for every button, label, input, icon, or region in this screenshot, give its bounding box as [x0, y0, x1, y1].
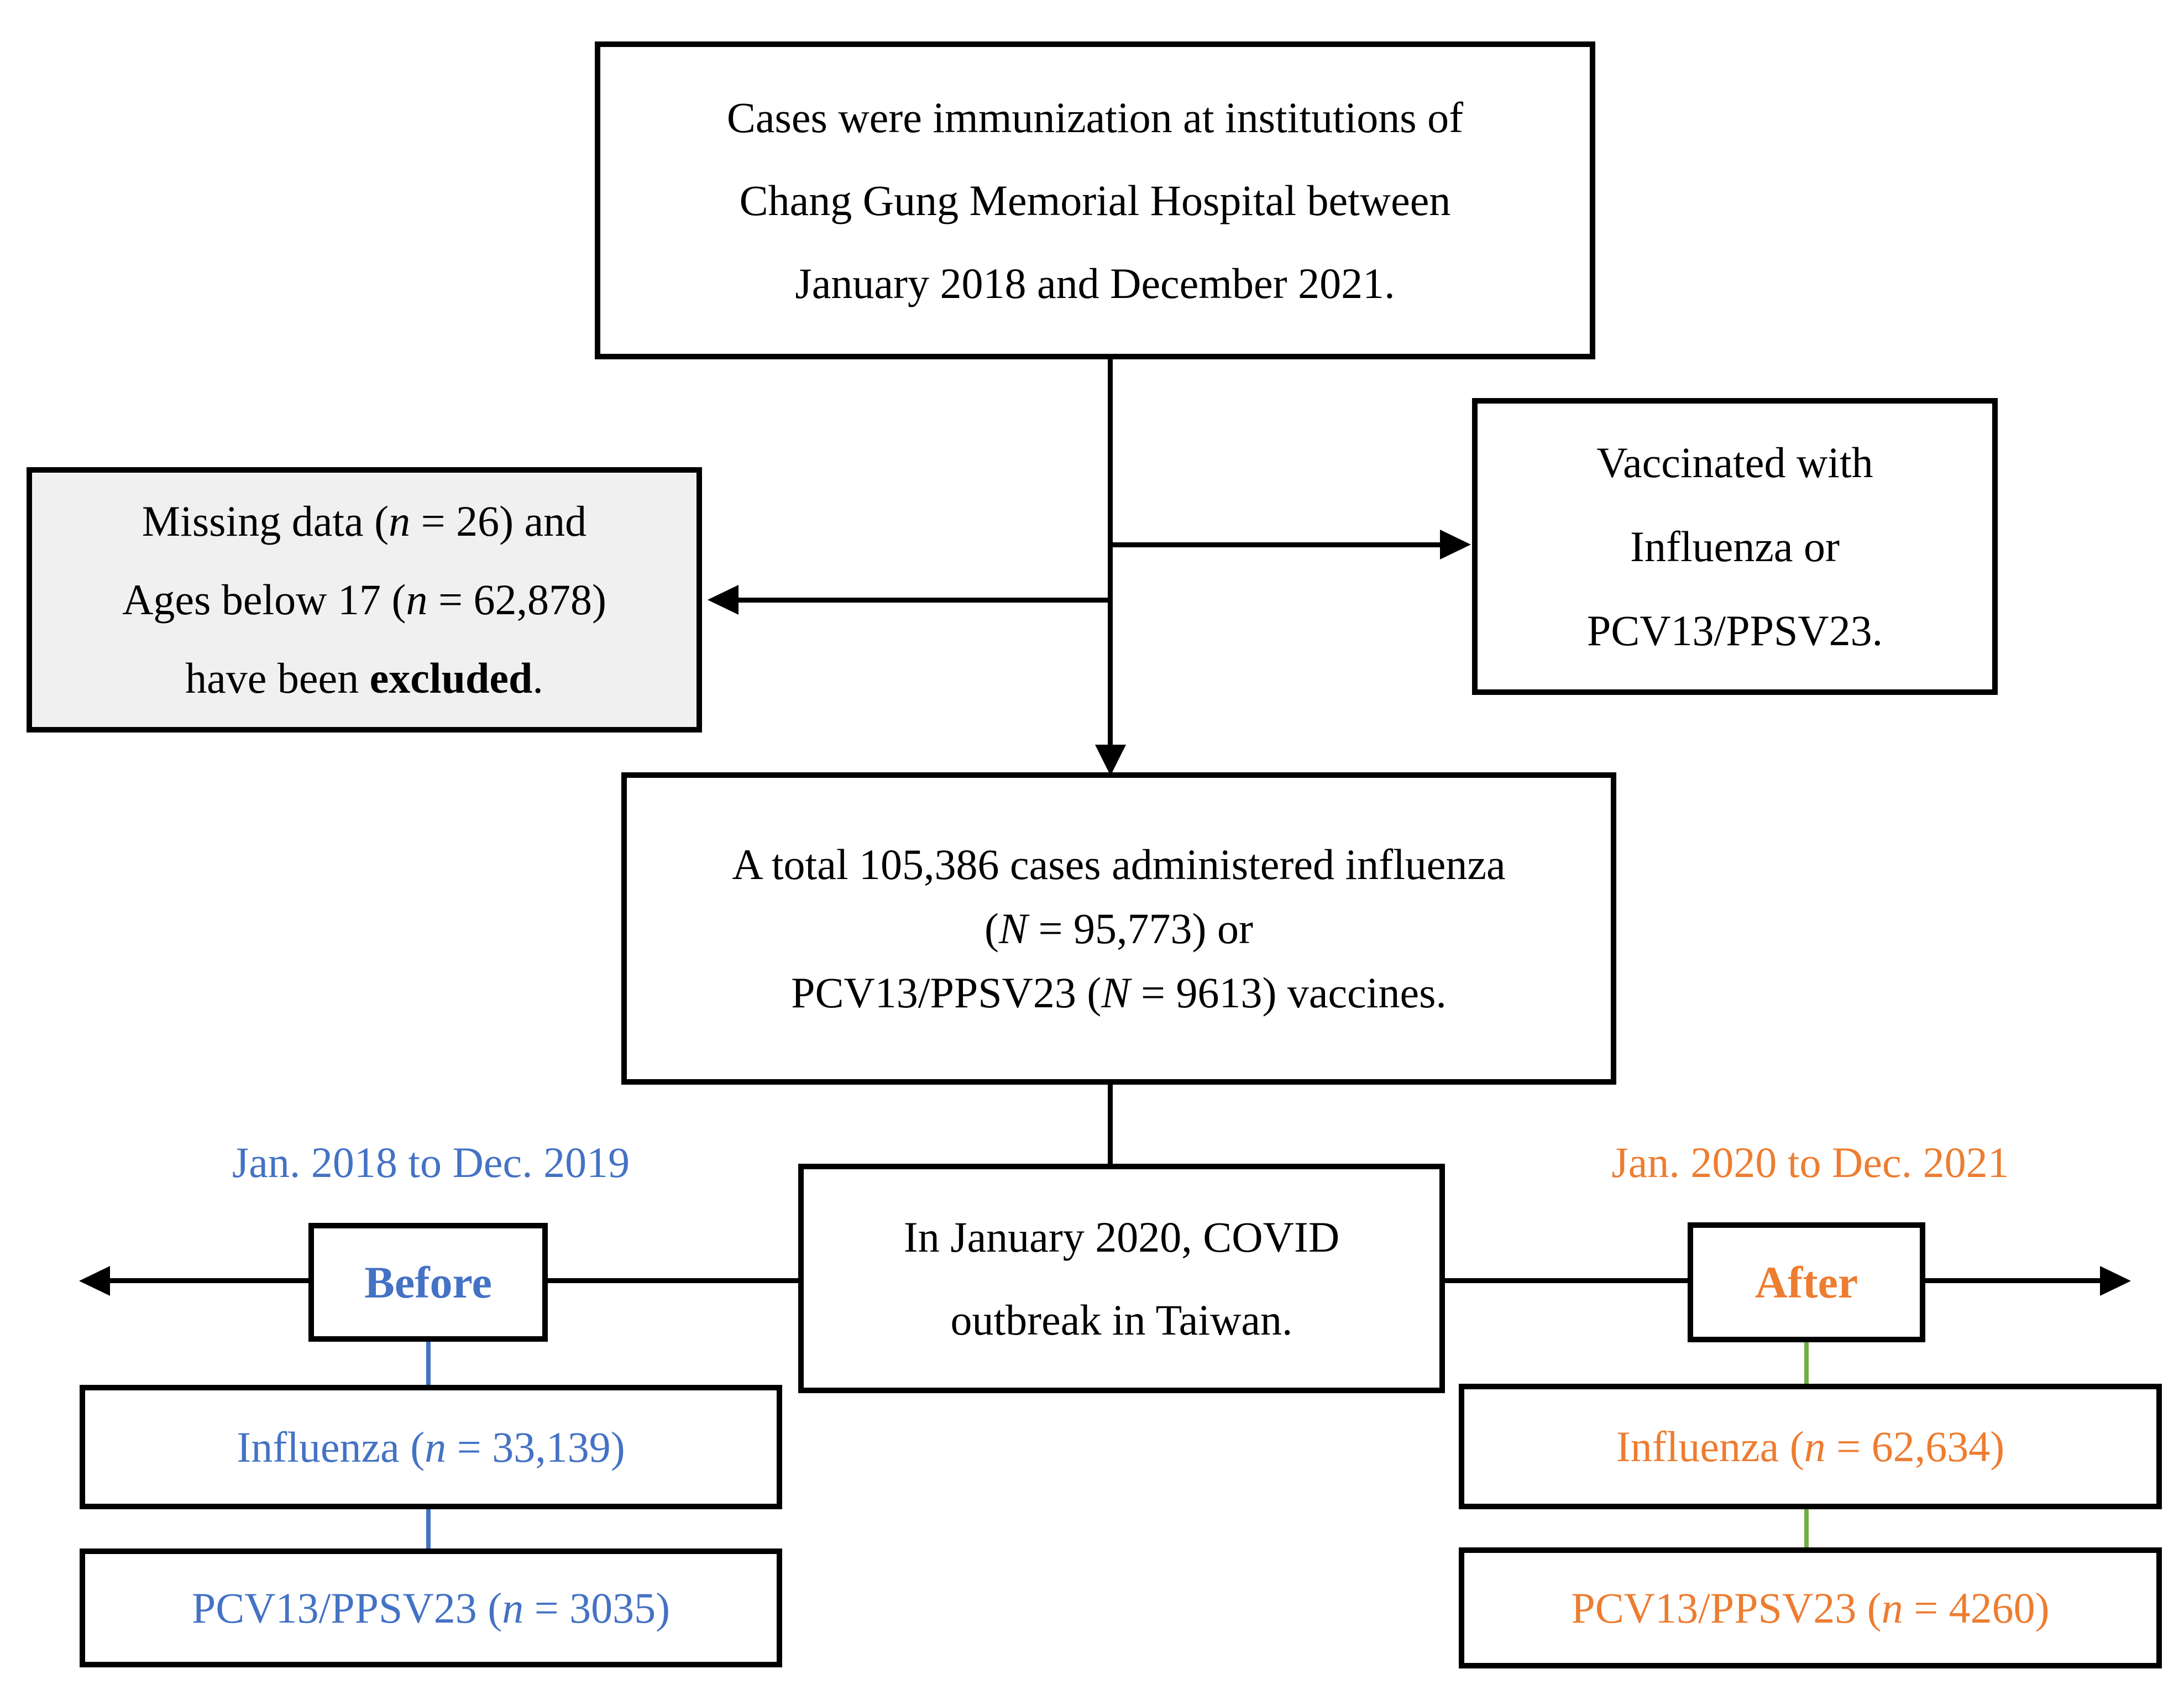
total-cases-box: A total 105,386 cases administered influ…: [621, 772, 1616, 1085]
before-influenza-box: Influenza (n = 33,139): [80, 1385, 782, 1509]
arrowhead-right-end-icon: [2100, 1266, 2131, 1296]
connector-before-influenza-to-pcv: [426, 1508, 431, 1551]
vaccinated-line-1: Vaccinated with: [1596, 438, 1873, 486]
before-pcv-value: = 3035): [523, 1583, 671, 1632]
total-line-3: PCV13/PPSV23 (N = 9613) vaccines.: [791, 961, 1447, 1025]
after-pcv-text: PCV13/PPSV23 (n = 4260): [1571, 1583, 2049, 1633]
excluded-line-1-n: n: [389, 497, 411, 545]
before-period-label: Jan. 2018 to Dec. 2019: [232, 1138, 630, 1186]
total-line-2-value: = 95,773) or: [1028, 904, 1253, 953]
total-line-3-n: N: [1101, 968, 1130, 1017]
arrowhead-left-end-icon: [79, 1266, 110, 1296]
before-influenza-value: = 33,139): [446, 1422, 625, 1471]
after-influenza-text: Influenza (n = 62,634): [1616, 1422, 2004, 1472]
vaccinated-line-2: Influenza or: [1630, 522, 1840, 571]
before-label: Before: [364, 1257, 492, 1307]
before-pcv-box: PCV13/PPSV23 (n = 3035): [80, 1548, 782, 1667]
total-line-3-value: = 9613) vaccines.: [1130, 968, 1447, 1017]
connector-total-to-covid: [1108, 1082, 1113, 1166]
connector-before-to-influenza: [426, 1341, 431, 1388]
after-pcv-value: = 4260): [1903, 1583, 2050, 1632]
before-pcv-n: n: [502, 1583, 524, 1632]
arrowhead-down-icon: [1095, 745, 1126, 776]
after-label: After: [1754, 1257, 1858, 1307]
excluded-line-2-value: = 62,878): [427, 576, 606, 624]
excluded-cases-box: Missing data (n = 26) and Ages below 17 …: [27, 467, 702, 733]
before-box: Before: [308, 1223, 548, 1342]
after-influenza-value: = 62,634): [1825, 1422, 2005, 1471]
total-line-3-text: PCV13/PPSV23 (: [791, 968, 1102, 1017]
connector-branch-to-excluded: [737, 598, 1113, 603]
before-pcv-label: PCV13/PPSV23 (: [191, 1583, 502, 1632]
excluded-line-1: Missing data (n = 26) and: [142, 482, 586, 561]
connector-after-to-influenza: [1804, 1341, 1809, 1387]
excluded-line-3-text: have been: [185, 654, 370, 702]
after-pcv-box: PCV13/PPSV23 (n = 4260): [1459, 1547, 2162, 1668]
connector-after-influenza-to-pcv: [1804, 1508, 1809, 1550]
excluded-line-2-text: Ages below 17 (: [122, 576, 406, 624]
excluded-line-1-value: = 26) and: [410, 497, 587, 545]
source-line-1: Cases were immunization at institutions …: [726, 93, 1464, 142]
excluded-line-3: have been excluded.: [185, 639, 543, 718]
after-influenza-box: Influenza (n = 62,634): [1459, 1384, 2162, 1509]
vaccinated-with-box: Vaccinated with Influenza or PCV13/PPSV2…: [1472, 398, 1998, 695]
arrowhead-right-icon: [1440, 530, 1471, 559]
covid-outbreak-box: In January 2020, COVID outbreak in Taiwa…: [798, 1164, 1445, 1393]
source-line-2: Chang Gung Memorial Hospital between: [739, 176, 1451, 224]
total-line-2-n: N: [999, 904, 1028, 953]
after-influenza-n: n: [1804, 1422, 1826, 1471]
after-box: After: [1688, 1222, 1925, 1342]
connector-branch-to-vaccinated: [1108, 542, 1442, 547]
covid-line-2: outbreak in Taiwan.: [950, 1295, 1293, 1344]
arrowhead-left-icon: [708, 585, 739, 615]
before-influenza-label: Influenza (: [237, 1422, 425, 1471]
total-line-2-open: (: [984, 904, 999, 953]
source-line-3: January 2018 and December 2021.: [795, 259, 1395, 307]
before-influenza-text: Influenza (n = 33,139): [237, 1422, 625, 1472]
excluded-line-1-text: Missing data (: [142, 497, 389, 545]
after-influenza-label: Influenza (: [1616, 1422, 1804, 1471]
source-population-box: Cases were immunization at institutions …: [595, 41, 1595, 359]
excluded-line-2-n: n: [406, 576, 428, 624]
excluded-line-3-period: .: [532, 654, 543, 702]
vaccinated-line-3: PCV13/PPSV23.: [1586, 606, 1883, 655]
total-line-2: (N = 95,773) or: [984, 897, 1253, 961]
total-line-1: A total 105,386 cases administered influ…: [732, 840, 1506, 888]
covid-line-1: In January 2020, COVID: [903, 1212, 1340, 1261]
after-period-label: Jan. 2020 to Dec. 2021: [1611, 1138, 2009, 1186]
after-pcv-n: n: [1881, 1583, 1903, 1632]
excluded-line-3-bold: excluded: [369, 654, 533, 702]
connector-source-to-total: [1108, 358, 1113, 746]
after-pcv-label: PCV13/PPSV23 (: [1571, 1583, 1882, 1632]
excluded-line-2: Ages below 17 (n = 62,878): [122, 561, 606, 639]
before-influenza-n: n: [425, 1422, 447, 1471]
before-pcv-text: PCV13/PPSV23 (n = 3035): [192, 1583, 670, 1633]
